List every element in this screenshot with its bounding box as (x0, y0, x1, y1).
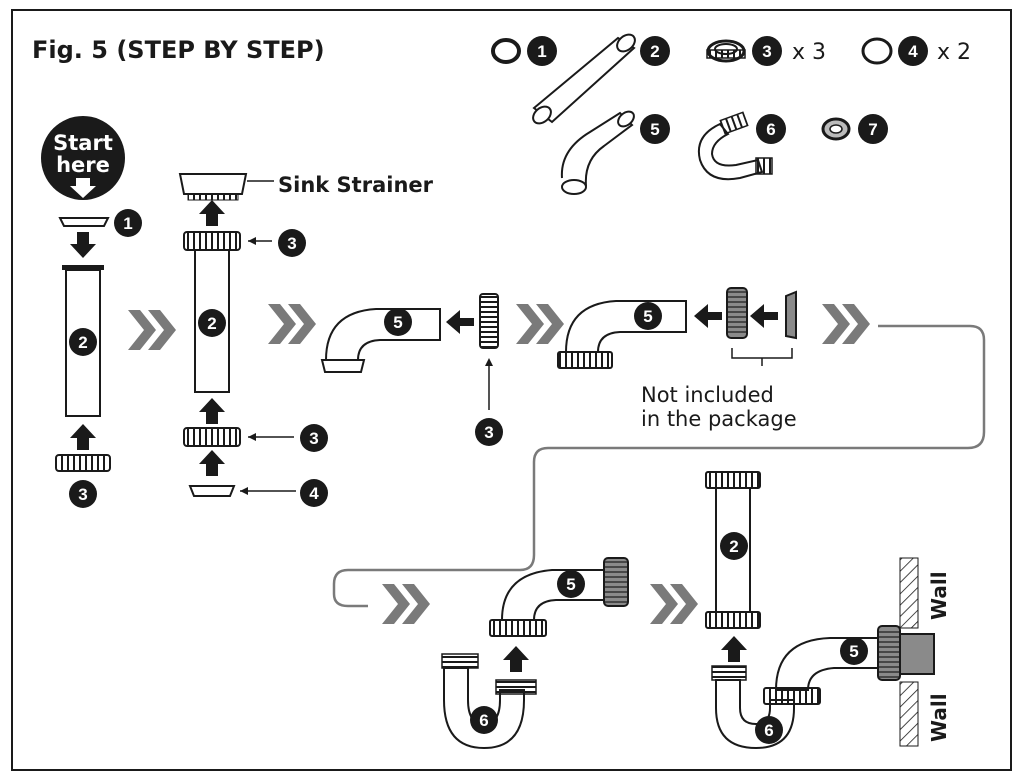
slip-nut-part (479, 293, 499, 349)
left-arrow-icon (694, 304, 722, 328)
not-included-label: in the package (641, 407, 797, 431)
part-number: 6 (479, 711, 488, 730)
step-2: Sink Strainer 3 2 3 4 (178, 173, 434, 507)
ring-part (188, 485, 236, 497)
slip-nut-part (705, 471, 761, 489)
figure-title: Fig. 5 (STEP BY STEP) (32, 36, 325, 64)
next-step-chevron-icon (382, 584, 430, 624)
start-badge (41, 116, 125, 200)
part-number-badge (527, 36, 557, 66)
part-number: 1 (123, 214, 132, 233)
part-number-badge (858, 114, 888, 144)
next-step-chevron-icon (128, 310, 176, 350)
part-quantity: x 3 (792, 40, 826, 65)
not-included-label: Not included (641, 383, 774, 407)
part-quantity: x 2 (937, 40, 971, 65)
part-number: 4 (309, 484, 319, 503)
part-number: 2 (729, 537, 738, 556)
slip-nut-part (55, 454, 111, 472)
next-step-chevron-icon (516, 304, 564, 344)
wall-label-lower: Wall (927, 693, 951, 742)
part-number: 3 (762, 42, 771, 61)
elbow-pipe-part (500, 569, 607, 621)
part-number-badge (898, 36, 928, 66)
step-connector-line (332, 324, 986, 608)
part-number: 3 (309, 429, 318, 448)
left-arrow-icon (750, 304, 778, 328)
part-number: 2 (650, 42, 659, 61)
wall-label-upper: Wall (927, 571, 951, 620)
straight-tube-part-icon (532, 33, 636, 125)
elbow-pipe-part-icon (560, 110, 635, 195)
wall-pipe-part (899, 633, 935, 675)
sink-strainer-label: Sink Strainer (278, 173, 434, 197)
figure-border (11, 9, 1012, 771)
up-arrow-icon (199, 450, 225, 476)
down-arrow-icon (70, 232, 96, 258)
start-badge-line2: here (56, 153, 110, 177)
part-number: 3 (78, 485, 87, 504)
part-number: 5 (650, 120, 659, 139)
step-3: 5 3 (320, 293, 503, 446)
wall-upper (899, 557, 919, 629)
washer-part-icon (491, 38, 521, 64)
wall-lower (899, 681, 919, 747)
part-number-badge (756, 114, 786, 144)
part-number: 6 (766, 120, 775, 139)
slip-nut-part (183, 231, 241, 251)
step-1: Start here 1 2 3 (41, 116, 142, 508)
step-6: 2 5 6 Wall Wall (705, 471, 951, 750)
next-step-chevron-icon (268, 304, 316, 344)
grey-washer-part (785, 290, 797, 340)
elbow-pipe-part (774, 637, 885, 691)
next-step-chevron-icon (650, 584, 698, 624)
part-number: 3 (287, 234, 296, 253)
up-arrow-icon (721, 636, 747, 662)
part-number: 5 (849, 642, 858, 661)
up-arrow-icon (199, 398, 225, 424)
part-number-badge (640, 36, 670, 66)
sink-strainer-part (178, 173, 248, 195)
part-number: 5 (643, 307, 652, 326)
step-4: 5 Not included in the package (557, 287, 797, 431)
washer-part (58, 217, 110, 227)
bracket (731, 348, 793, 359)
part-number: 7 (868, 120, 877, 139)
elbow-pipe-part (324, 308, 441, 361)
start-down-arrow-icon (70, 178, 96, 198)
slip-nut-part (183, 427, 241, 447)
start-badge-line1: Start (53, 131, 113, 155)
part-number: 1 (537, 42, 546, 61)
p-trap-part-icon (698, 111, 773, 181)
part-number: 5 (393, 313, 402, 332)
up-arrow-icon (70, 424, 96, 450)
parts-legend: 1 2 3 x 3 4 x 2 5 (491, 33, 971, 195)
part-number: 4 (908, 42, 918, 61)
slip-nut-part-icon (706, 39, 746, 63)
up-arrow-icon (199, 200, 225, 226)
up-arrow-icon (503, 646, 529, 672)
part-number: 5 (566, 575, 575, 594)
left-arrow-icon (446, 310, 474, 334)
part-number: 6 (764, 721, 773, 740)
step-5: 5 6 (441, 557, 629, 750)
part-number: 2 (207, 314, 216, 333)
part-number: 2 (78, 333, 87, 352)
part-number-badge (640, 114, 670, 144)
part-number-badge (752, 36, 782, 66)
part-number: 3 (484, 423, 493, 442)
next-step-chevron-icon (822, 304, 870, 344)
ring-part-icon (861, 37, 893, 65)
elbow-pipe-part (564, 300, 687, 353)
